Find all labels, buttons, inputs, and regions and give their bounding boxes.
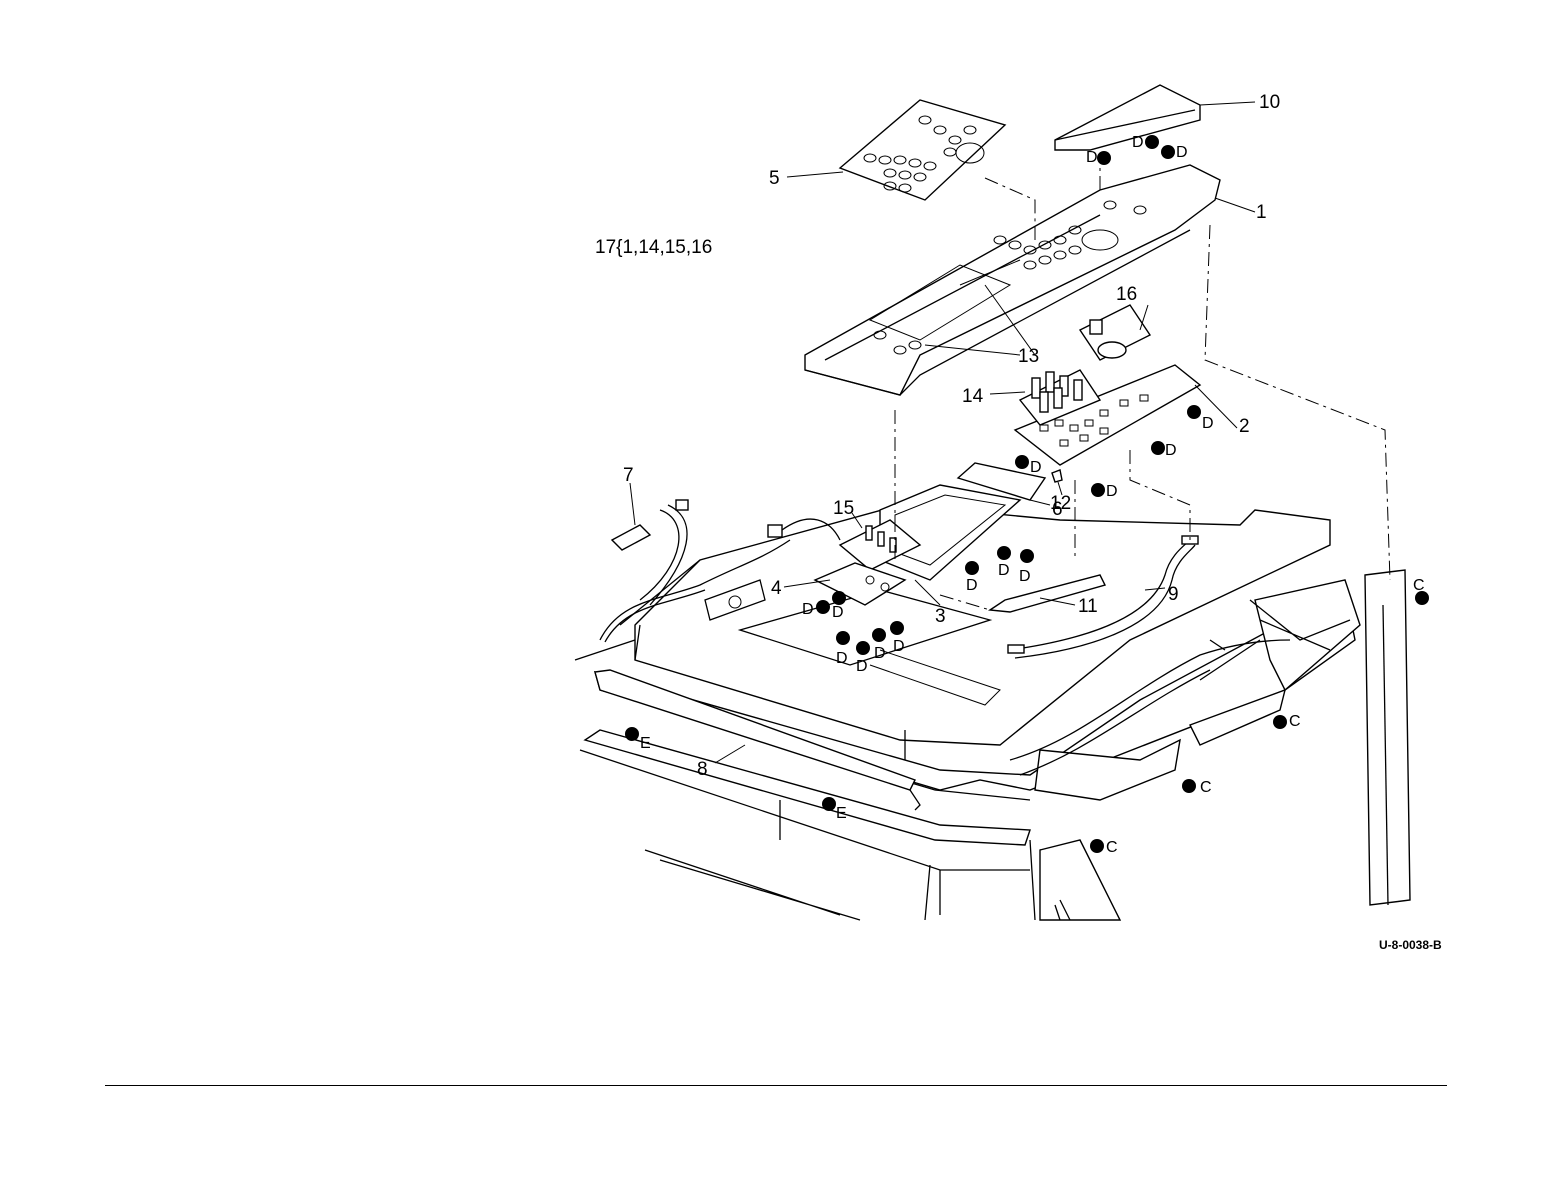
fastener-label-d: D — [1106, 483, 1118, 500]
fastener-label-e: E — [640, 735, 651, 752]
callout-3: 3 — [935, 606, 946, 627]
figure-id: U-8-0038-B — [1379, 938, 1442, 952]
fastener-label-c: C — [1200, 779, 1212, 796]
callout-12: 12 — [1050, 493, 1071, 514]
callout-8: 8 — [697, 759, 708, 780]
part-5-overlay — [840, 100, 1005, 200]
fastener-label-c: C — [1106, 839, 1118, 856]
fastener-label-d: D — [874, 645, 886, 662]
callout-15: 15 — [833, 498, 854, 519]
part-1-control-panel-cover — [805, 165, 1220, 395]
fastener-label-d: D — [1086, 149, 1098, 166]
fastener-label-d: D — [856, 658, 868, 675]
callout-10: 10 — [1259, 92, 1280, 113]
kit-label: 17{1,14,15,16 — [595, 237, 712, 258]
fastener-label-d: D — [1176, 144, 1188, 161]
fastener-label-e: E — [836, 805, 847, 822]
callout-11: 11 — [1078, 596, 1098, 617]
fastener-label-d: D — [1019, 568, 1031, 585]
fastener-label-c: C — [1413, 577, 1425, 594]
callout-5: 5 — [769, 168, 780, 189]
callout-16: 16 — [1116, 284, 1137, 305]
callout-13: 13 — [1018, 346, 1039, 367]
fastener-label-c: C — [1289, 713, 1301, 730]
fastener-label-d: D — [1202, 415, 1214, 432]
callout-1: 1 — [1256, 202, 1267, 223]
part-12-clip — [1052, 470, 1062, 482]
part-10-cover — [1055, 85, 1200, 150]
fastener-label-d: D — [966, 577, 978, 594]
fastener-label-d: D — [1165, 442, 1177, 459]
callout-7: 7 — [623, 465, 634, 486]
fastener-label-d: D — [998, 562, 1010, 579]
callout-14: 14 — [962, 386, 984, 407]
fastener-label-d: D — [802, 601, 814, 618]
fastener-label-d: D — [893, 638, 905, 655]
part-16-pwb — [1080, 305, 1150, 360]
fastener-label-d: D — [1132, 134, 1144, 151]
fastener-label-d: D — [1030, 459, 1042, 476]
page-footer-rule — [105, 1085, 1447, 1086]
callout-9: 9 — [1168, 584, 1179, 605]
callout-2: 2 — [1239, 416, 1250, 437]
callout-4: 4 — [771, 578, 782, 599]
fastener-label-d: D — [836, 650, 848, 667]
fastener-label-d: D — [832, 604, 844, 621]
